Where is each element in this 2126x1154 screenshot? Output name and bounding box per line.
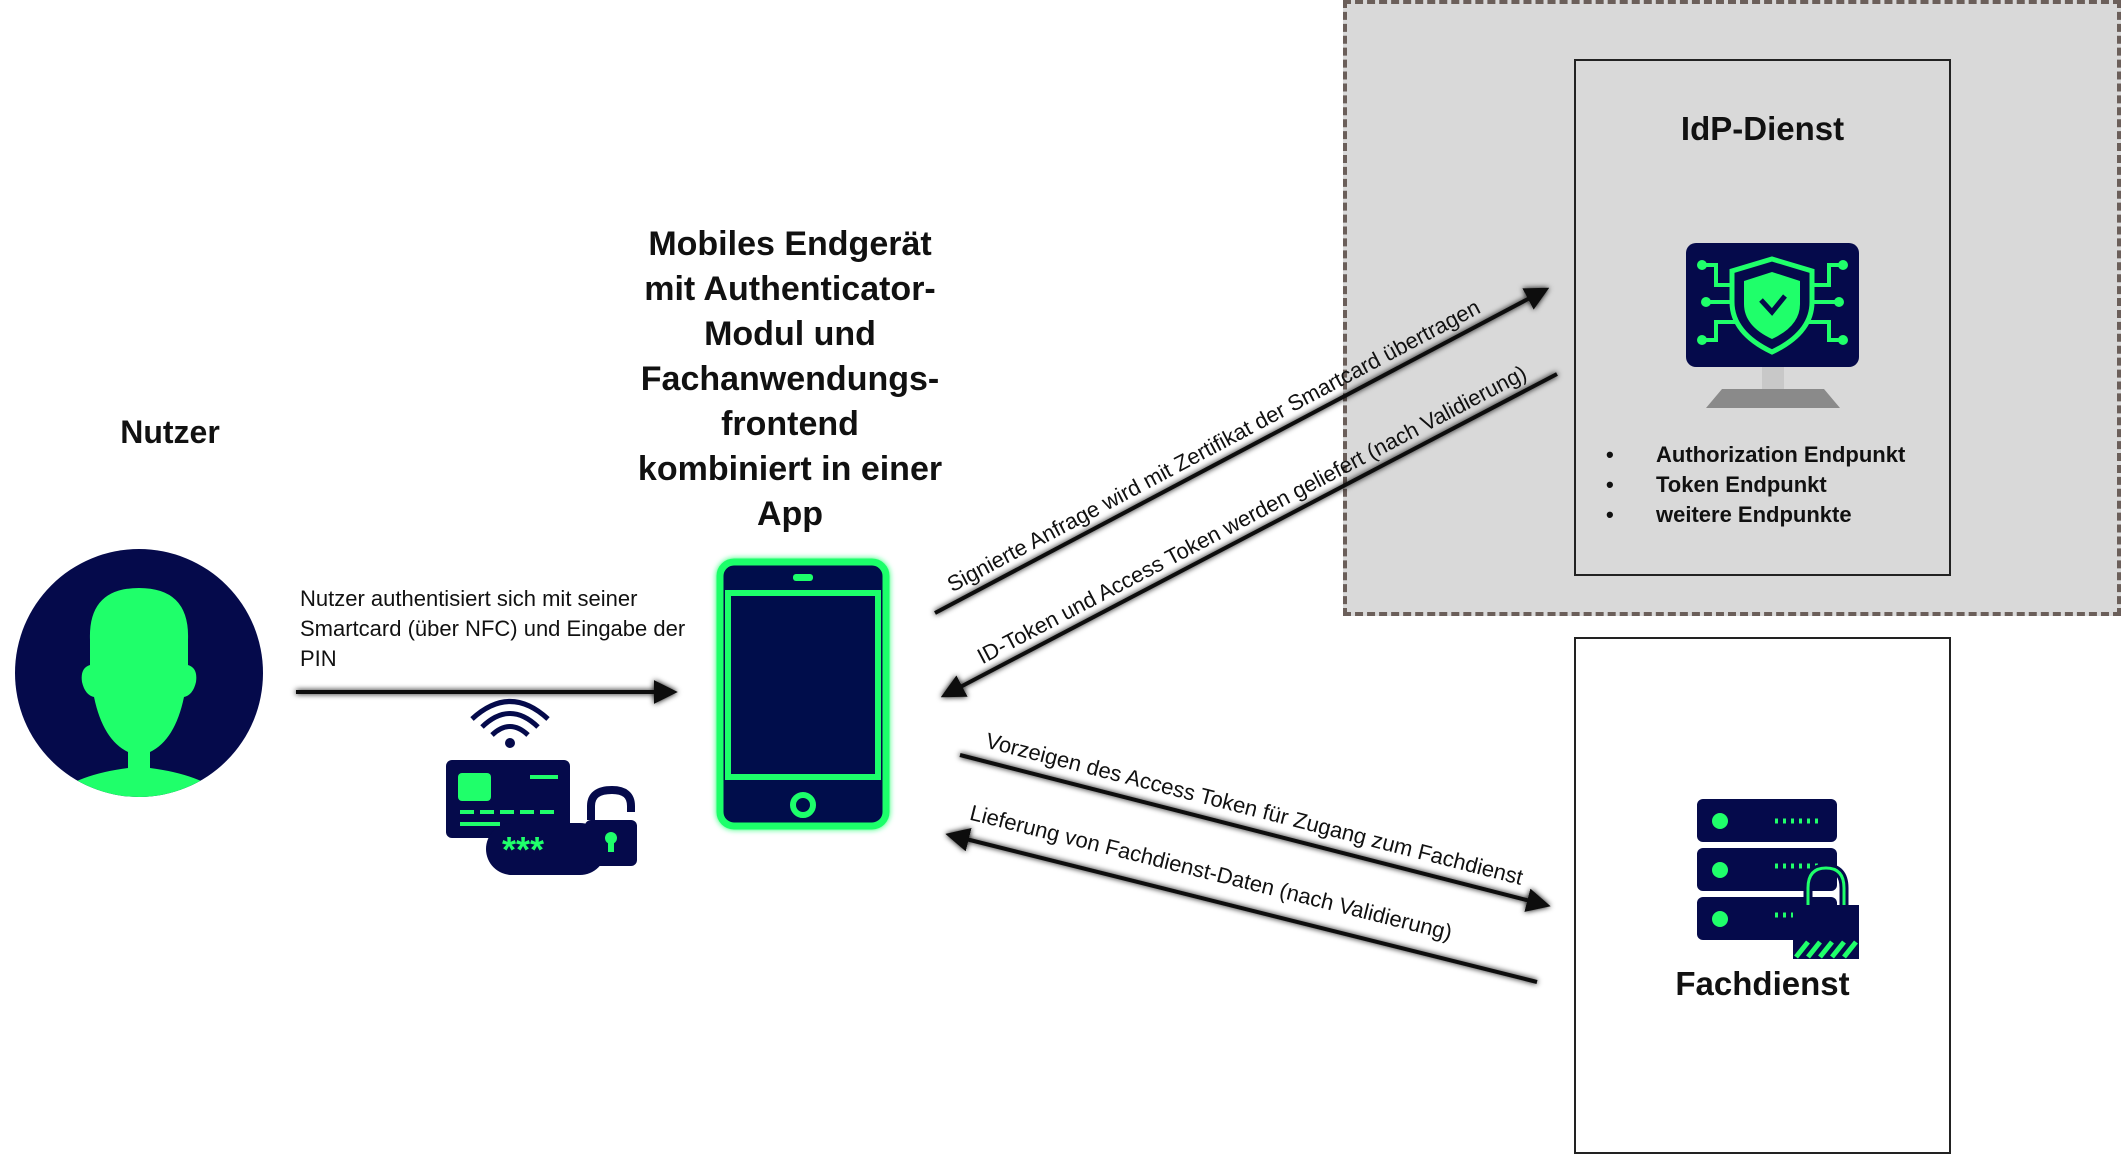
mobile-title-line: kombiniert in einer — [637, 450, 943, 488]
user-avatar-icon — [15, 549, 263, 797]
arrow-app-to-idp — [934, 287, 1550, 615]
shield-monitor-icon — [1686, 243, 1859, 408]
endpoint-item: weitere Endpunkte — [1606, 500, 1905, 530]
nutzer-title: Nutzer — [120, 414, 220, 450]
endpoint-item: Authorization Endpunkt — [1606, 440, 1905, 470]
pin-mask-text: *** — [502, 829, 544, 870]
arrow-fachdienst-to-app — [945, 828, 1538, 984]
arrow-app-to-fachdienst — [959, 753, 1551, 912]
idp-endpoint-list: Authorization Endpunkt Token Endpunkt we… — [1606, 440, 1905, 530]
server-lock-icon — [1697, 799, 1859, 959]
endpoint-item: Token Endpunkt — [1606, 470, 1905, 500]
mobile-device-title: Mobiles Endgerät mit Authenticator- Modu… — [610, 222, 970, 537]
fachdienst-box — [1574, 637, 1951, 1154]
smartphone-icon — [716, 558, 890, 830]
fachdienst-title: Fachdienst — [1675, 965, 1850, 1002]
mobile-title-line: Fachanwendungs- — [640, 360, 940, 398]
mobile-title-line: mit Authenticator- — [644, 270, 936, 308]
mobile-title-line: App — [756, 495, 824, 533]
mobile-title-line: Mobiles Endgerät — [648, 225, 932, 263]
idp-title: IdP-Dienst — [1680, 110, 1845, 147]
smartcard-pin-icon: *** — [446, 699, 637, 875]
mobile-title-line: Modul und — [704, 315, 876, 353]
nutzer-auth-text: Nutzer authentisiert sich mit seiner Sma… — [300, 586, 686, 671]
mobile-title-line: frontend — [721, 405, 859, 443]
arrow-idp-to-app — [940, 372, 1558, 698]
